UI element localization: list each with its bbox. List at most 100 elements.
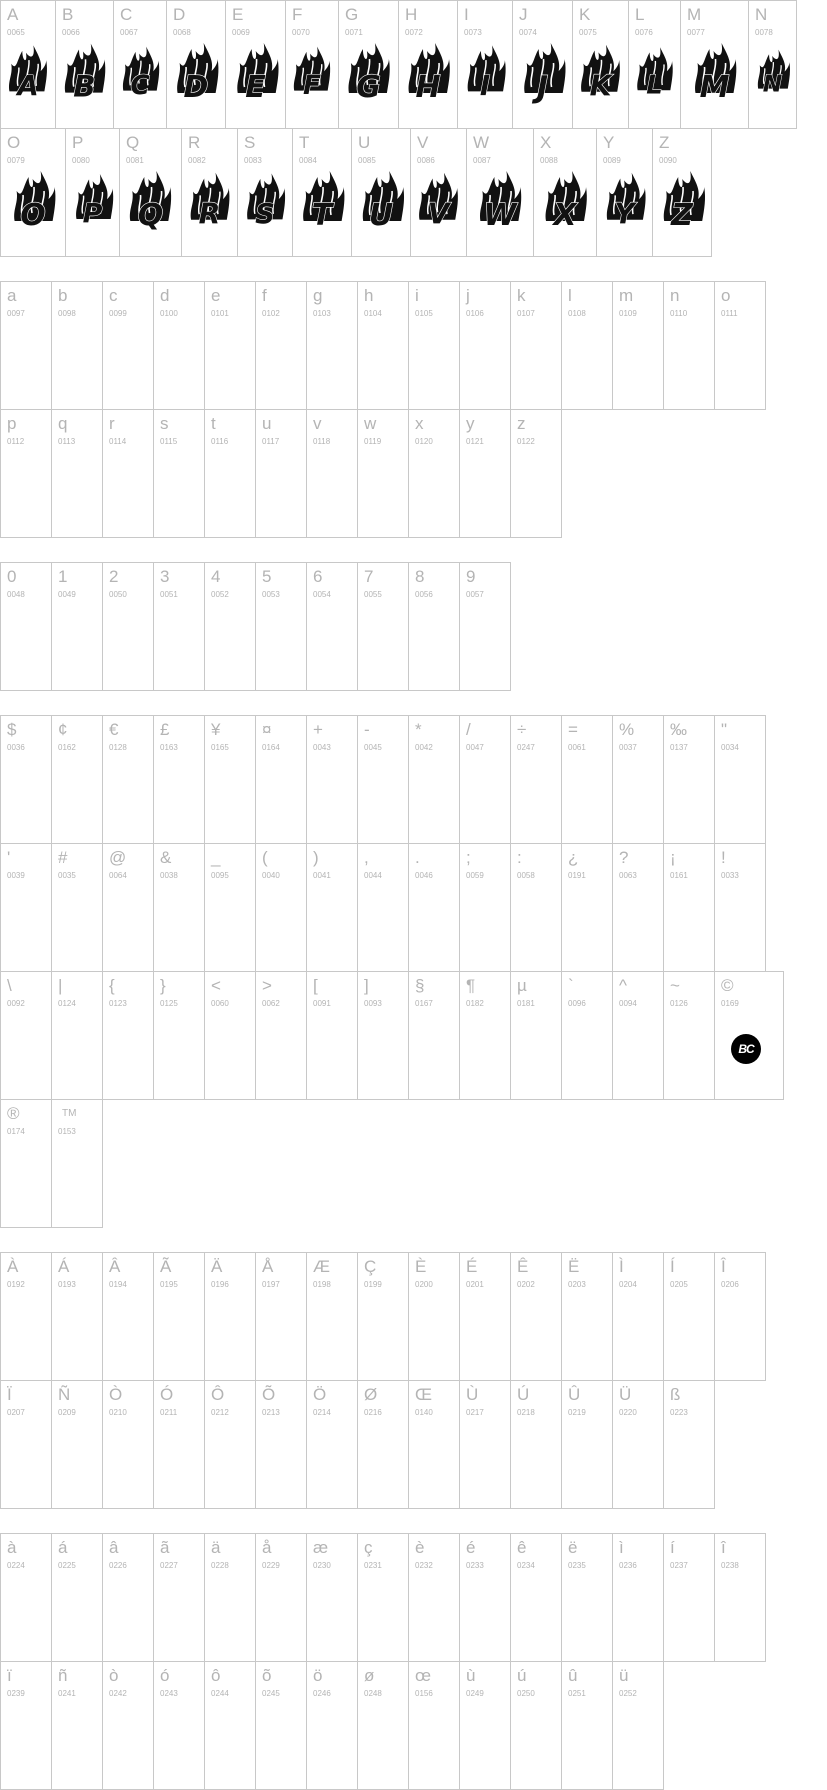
flame-letter-glyph: Y: [601, 169, 648, 233]
glyph-cell: ^0094: [612, 971, 664, 1100]
flame-letter-glyph: U: [356, 169, 406, 234]
flame-letter-glyph: K: [577, 41, 624, 105]
svg-text:O: O: [20, 198, 46, 233]
character-label: ]: [364, 976, 369, 995]
character-code: 0060: [211, 999, 229, 1008]
character-code: 0108: [568, 309, 586, 318]
character-code: 0210: [109, 1408, 127, 1417]
character-label: Ò: [109, 1385, 123, 1404]
character-label: 7: [364, 567, 374, 586]
character-label: å: [262, 1538, 272, 1557]
character-code: 0050: [109, 590, 127, 599]
character-label: @: [109, 848, 127, 867]
character-code: 0229: [262, 1561, 280, 1570]
character-label: =: [568, 720, 578, 739]
character-label: r: [109, 414, 115, 433]
character-label: L: [635, 5, 645, 24]
glyph-cell: :0058: [510, 843, 562, 972]
character-code: 0197: [262, 1280, 280, 1289]
character-label: z: [517, 414, 526, 433]
character-label: J: [519, 5, 528, 24]
character-label: í: [670, 1538, 675, 1557]
character-label: û: [568, 1666, 578, 1685]
character-label: s: [160, 414, 169, 433]
character-label: ): [313, 848, 319, 867]
character-label: ¥: [211, 720, 221, 739]
glyph-cell: !0033: [714, 843, 766, 972]
character-label: à: [7, 1538, 17, 1557]
character-label: ù: [466, 1666, 476, 1685]
character-code: 0055: [364, 590, 382, 599]
character-code: 0039: [7, 871, 25, 880]
flame-letter-glyph: G: [343, 41, 394, 106]
character-code: 0110: [670, 309, 688, 318]
character-code: 0165: [211, 743, 229, 752]
character-label: 3: [160, 567, 170, 586]
character-code: 0241: [58, 1689, 76, 1698]
character-code: 0162: [58, 743, 76, 752]
svg-text:B: B: [73, 70, 95, 104]
character-code: 0226: [109, 1561, 127, 1570]
character-code: 0105: [415, 309, 433, 318]
character-code: 0195: [160, 1280, 178, 1289]
glyph-cell: ¥0165: [204, 715, 256, 844]
character-code: 0046: [415, 871, 433, 880]
glyph-cell: .0046: [408, 843, 460, 972]
character-code: 0049: [58, 590, 76, 599]
character-code: 0219: [568, 1408, 586, 1417]
character-code: 0072: [405, 28, 423, 37]
character-code: 0036: [7, 743, 25, 752]
character-code: 0182: [466, 999, 484, 1008]
glyph-cell: ~0126: [663, 971, 715, 1100]
character-code: 0058: [517, 871, 535, 880]
character-code: 0068: [173, 28, 191, 37]
bc-logo-icon: BC: [731, 1034, 761, 1064]
character-label: ¤: [262, 720, 272, 739]
flame-letter-glyph: B: [60, 41, 109, 105]
character-code: 0193: [58, 1280, 76, 1289]
character-code: 0053: [262, 590, 280, 599]
character-label: q: [58, 414, 68, 433]
character-label: ": [721, 720, 728, 739]
character-label: G: [345, 5, 359, 24]
character-code: 0213: [262, 1408, 280, 1417]
character-label: Á: [58, 1257, 70, 1276]
character-label: Ø: [364, 1385, 378, 1404]
character-code: 0101: [211, 309, 229, 318]
character-label: P: [72, 133, 84, 152]
character-label: Å: [262, 1257, 274, 1276]
glyph-cell: ]0093: [357, 971, 409, 1100]
character-label: Õ: [262, 1385, 276, 1404]
character-code: 0203: [568, 1280, 586, 1289]
character-label: {: [109, 976, 115, 995]
character-code: 0223: [670, 1408, 688, 1417]
glyph-cell: [0091: [306, 971, 358, 1100]
character-label: ÷: [517, 720, 527, 739]
svg-text:V: V: [428, 198, 452, 231]
character-code: 0239: [7, 1689, 25, 1698]
